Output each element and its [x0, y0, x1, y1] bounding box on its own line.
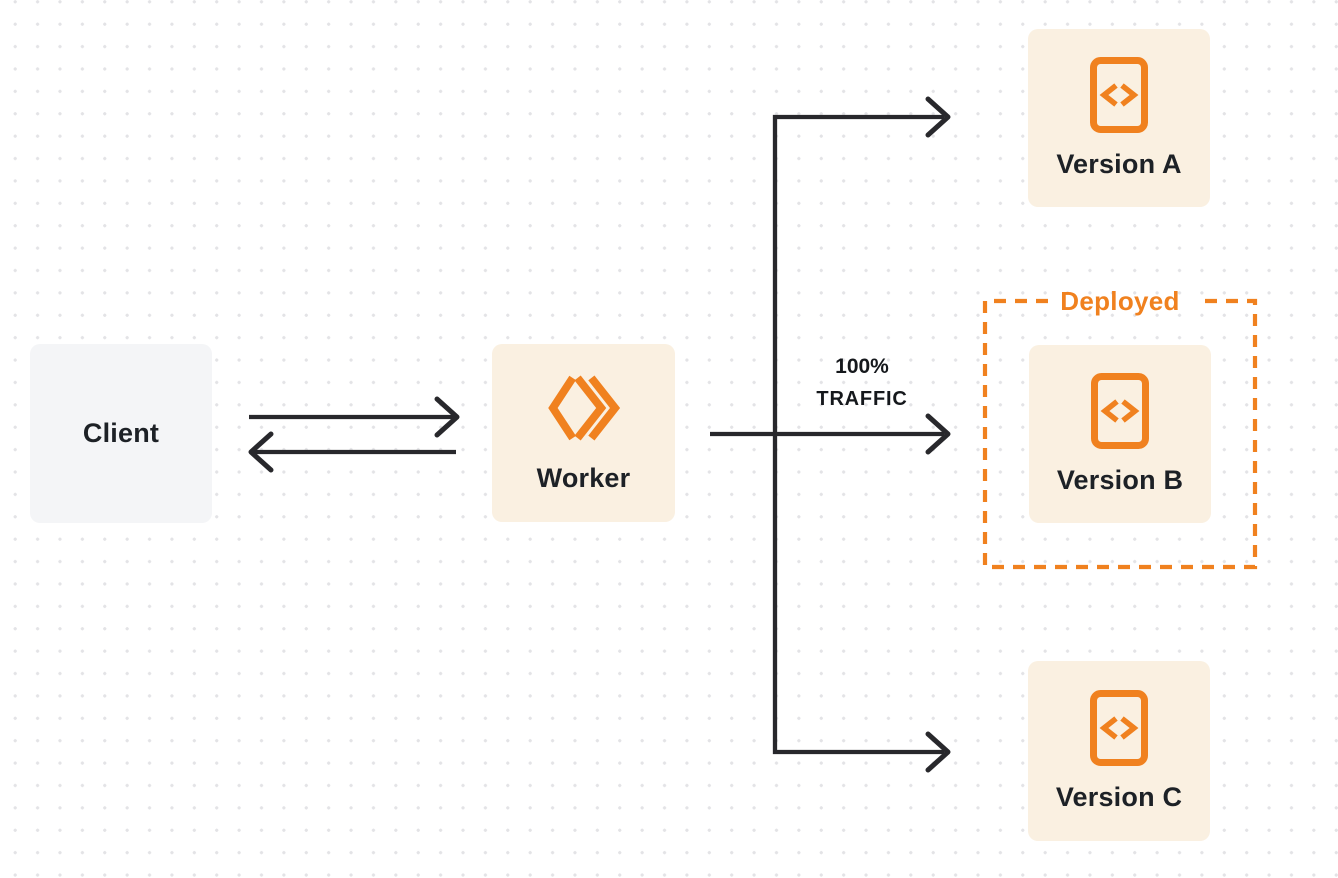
worker-branch-arrows [710, 96, 951, 773]
traffic-edge-label: 100% TRAFFIC [778, 350, 946, 416]
arrow-right-icon [925, 413, 951, 455]
code-file-icon [1091, 372, 1149, 449]
node-version-a: Version A [1028, 29, 1210, 207]
worker-label: Worker [536, 462, 631, 493]
code-file-icon [1090, 56, 1148, 133]
arrow-right-icon [925, 731, 951, 773]
client-worker-arrows [248, 396, 460, 473]
client-label: Client [82, 418, 160, 448]
version-a-label: Version A [1056, 148, 1182, 179]
node-client: Client [30, 344, 212, 523]
arrow-right-icon [925, 96, 951, 138]
node-version-c: Version C [1028, 661, 1210, 841]
code-file-icon [1090, 689, 1148, 766]
branch-line [772, 114, 944, 755]
arrow-left-icon [248, 431, 274, 473]
traffic-word-text: TRAFFIC [816, 388, 908, 410]
node-version-b: Version B [1029, 345, 1211, 523]
version-b-label: Version B [1056, 464, 1184, 495]
node-worker: Worker [492, 344, 675, 522]
traffic-percent-text: 100% [835, 355, 889, 378]
arrow-right-icon [434, 396, 460, 438]
deployed-region-label: Deployed [1060, 286, 1180, 316]
version-c-label: Version C [1055, 781, 1183, 812]
workers-logo-icon [548, 374, 620, 441]
